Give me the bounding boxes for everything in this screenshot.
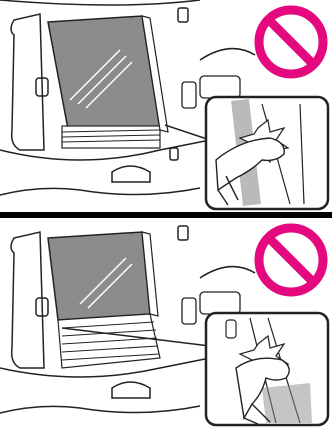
light-mark [178, 226, 188, 240]
illustration-panel-top [0, 0, 332, 212]
prohibition-icon [259, 10, 323, 74]
sunshade-icon [62, 126, 160, 148]
roof-arc [200, 267, 255, 278]
illustration-top [0, 0, 332, 212]
illustration-panel-bottom [0, 218, 332, 427]
roof-contour-lower [0, 406, 200, 413]
ceiling-edge [0, 0, 200, 5]
roof-contour-lower [0, 188, 200, 195]
sunshade-icon [58, 314, 160, 368]
light-mark-2 [170, 148, 178, 160]
detail-box [206, 313, 328, 425]
detail-box [206, 97, 328, 209]
roof-arc [200, 49, 255, 60]
pillar-trim [11, 14, 44, 150]
window-glass-icon [48, 232, 160, 368]
grab-handle [112, 166, 150, 182]
prohibition-icon [259, 228, 323, 292]
callout-pointer [165, 125, 210, 140]
grab-handle [112, 382, 150, 398]
pillar-trim [11, 232, 44, 368]
illustration-bottom [0, 218, 332, 427]
window-glass-icon [48, 16, 168, 148]
light-mark [178, 8, 188, 22]
